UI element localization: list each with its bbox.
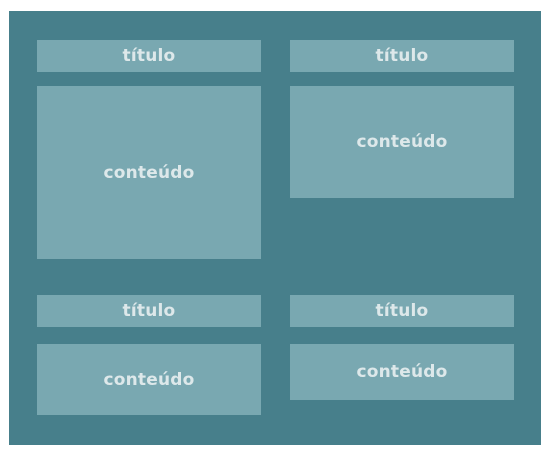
panel-2-title: título xyxy=(290,40,514,72)
panel-1-content: conteúdo xyxy=(37,86,261,259)
panel-2-content: conteúdo xyxy=(290,86,514,198)
panel-4-title: título xyxy=(290,295,514,327)
panel-3-content: conteúdo xyxy=(37,344,261,415)
panel-3-title: título xyxy=(37,295,261,327)
panel-4-content: conteúdo xyxy=(290,344,514,400)
panel-1-title: título xyxy=(37,40,261,72)
